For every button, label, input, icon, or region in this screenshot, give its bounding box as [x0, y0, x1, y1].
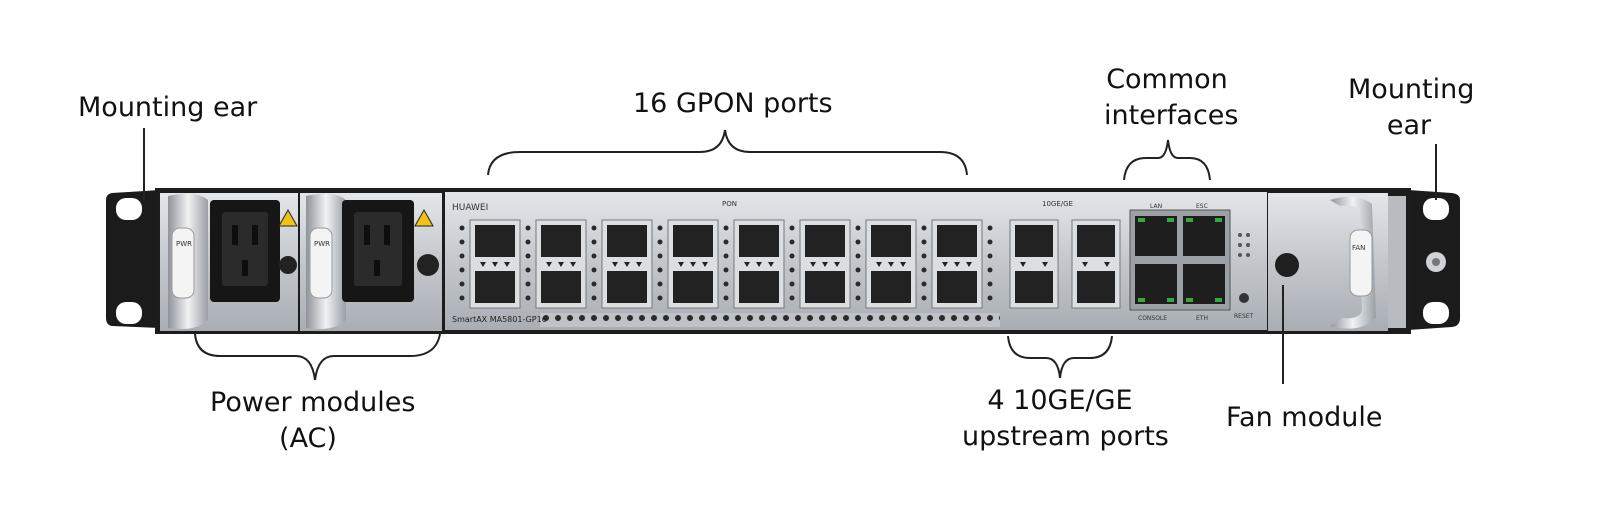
- model-silkscreen: SmartAX MA5801-GP16: [452, 315, 547, 324]
- eth-caption: ETH: [1196, 315, 1208, 322]
- label-upstream-ports: 4 10GE/GE upstream ports: [962, 383, 1169, 455]
- label-power-modules-line1: Power modules: [210, 387, 416, 418]
- pon-caption: PON: [722, 200, 737, 208]
- label-mounting-ear-right-line2: ear: [1386, 110, 1432, 141]
- brand-silkscreen: HUAWEI: [452, 203, 488, 213]
- lan-caption: LAN: [1150, 203, 1162, 210]
- upstream-port-block: [1009, 219, 1121, 309]
- console-caption: CONSOLE: [1138, 315, 1167, 322]
- label-power-modules-line2: (AC): [279, 423, 337, 454]
- label-upstream-ports-line1: 4 10GE/GE: [987, 385, 1133, 416]
- power-tag-2: PWR: [314, 240, 330, 248]
- mounting-ear-right: [1408, 190, 1460, 330]
- bracket-gpon: [487, 129, 968, 176]
- mounting-ear-left: [106, 190, 160, 328]
- power-module-2: [300, 193, 442, 331]
- label-power-modules: Power modules (AC): [210, 385, 416, 457]
- bracket-common: [1123, 139, 1211, 181]
- power-module-1: [160, 193, 298, 331]
- vent-strip: [540, 313, 1000, 327]
- label-common-interfaces-line2: interfaces: [1104, 100, 1239, 131]
- common-interface-block: [1129, 209, 1250, 311]
- label-fan-module: Fan module: [1226, 402, 1383, 433]
- gpon-port-block: [459, 219, 993, 309]
- label-mounting-ear-right-line1: Mounting: [1348, 74, 1475, 105]
- annotation-lines: [143, 128, 1437, 384]
- label-upstream-ports-line2: upstream ports: [962, 421, 1169, 452]
- reset-caption: RESET: [1234, 313, 1254, 320]
- label-common-interfaces-line1: Common: [1106, 64, 1228, 95]
- label-mounting-ear-left: Mounting ear: [78, 92, 258, 123]
- esc-caption: ESC: [1196, 203, 1208, 210]
- label-gpon-ports: 16 GPON ports: [633, 88, 833, 119]
- bracket-upstream: [1007, 335, 1113, 379]
- label-mounting-ear-right: Mounting ear: [1348, 72, 1475, 144]
- power-tag-1: PWR: [176, 240, 192, 248]
- label-common-interfaces: Common interfaces: [1104, 62, 1239, 134]
- upstream-caption: 10GE/GE: [1042, 200, 1073, 208]
- fan-tag: FAN: [1352, 244, 1365, 252]
- bracket-power: [194, 333, 441, 381]
- fan-module: [1268, 193, 1406, 331]
